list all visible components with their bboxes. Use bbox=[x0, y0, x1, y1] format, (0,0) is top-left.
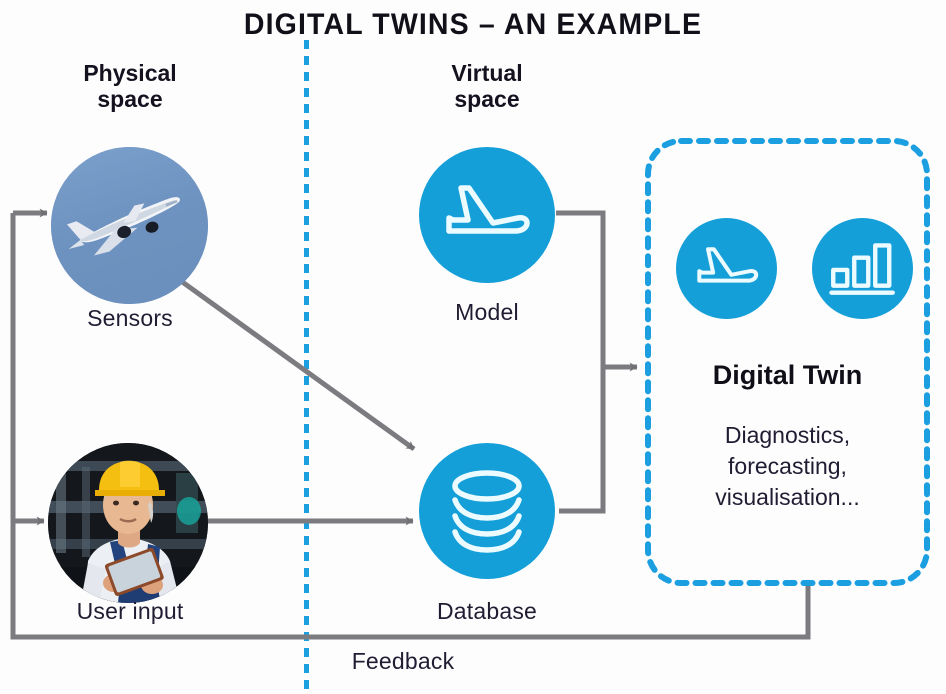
digital-twin-description: Diagnostics, forecasting, visualisation.… bbox=[655, 420, 920, 513]
digital-twin-desc-line3: visualisation... bbox=[715, 484, 860, 511]
column-header-virtual-line2: space bbox=[454, 86, 520, 113]
digital-twin-analytics-icon-circle bbox=[812, 218, 913, 319]
digital-twin-desc-line2: forecasting, bbox=[728, 453, 847, 480]
bar-chart-icon bbox=[828, 242, 895, 295]
database-node bbox=[419, 443, 555, 579]
airplane-takeoff-icon bbox=[446, 185, 530, 234]
edge-sensors-to-database bbox=[179, 278, 416, 452]
column-header-virtual: Virtual space bbox=[397, 60, 577, 113]
dashed-border bbox=[645, 138, 930, 586]
sensors-photo bbox=[51, 147, 208, 304]
user-input-photo bbox=[48, 443, 208, 603]
feedback-label: Feedback bbox=[351, 648, 455, 674]
digital-twin-model-icon-circle bbox=[676, 218, 777, 319]
model-node bbox=[419, 147, 555, 283]
column-header-physical-line1: Physical bbox=[83, 60, 177, 86]
column-header-physical-line2: space bbox=[97, 86, 163, 113]
physical-virtual-divider bbox=[304, 40, 309, 694]
airplane-photo-illustration bbox=[51, 147, 208, 304]
digital-twin-desc-line1: Diagnostics, bbox=[724, 422, 851, 448]
column-header-virtual-line1: Virtual bbox=[451, 60, 523, 86]
column-header-physical: Physical space bbox=[40, 60, 220, 113]
sensors-label: Sensors bbox=[87, 305, 173, 331]
database-label: Database bbox=[436, 598, 538, 624]
edge-model-database-to-digital-twin bbox=[556, 210, 638, 514]
database-icon bbox=[452, 470, 522, 553]
airplane-takeoff-icon bbox=[696, 246, 758, 283]
digital-twin-title: Digital Twin bbox=[712, 360, 863, 390]
page-title: DIGITAL TWINS – AN EXAMPLE bbox=[243, 8, 703, 41]
worker-photo-illustration bbox=[48, 443, 208, 603]
user-input-label: User input bbox=[76, 598, 184, 624]
digital-twin-box bbox=[645, 138, 930, 586]
edge-feedback bbox=[10, 213, 811, 640]
model-label: Model bbox=[455, 299, 519, 325]
